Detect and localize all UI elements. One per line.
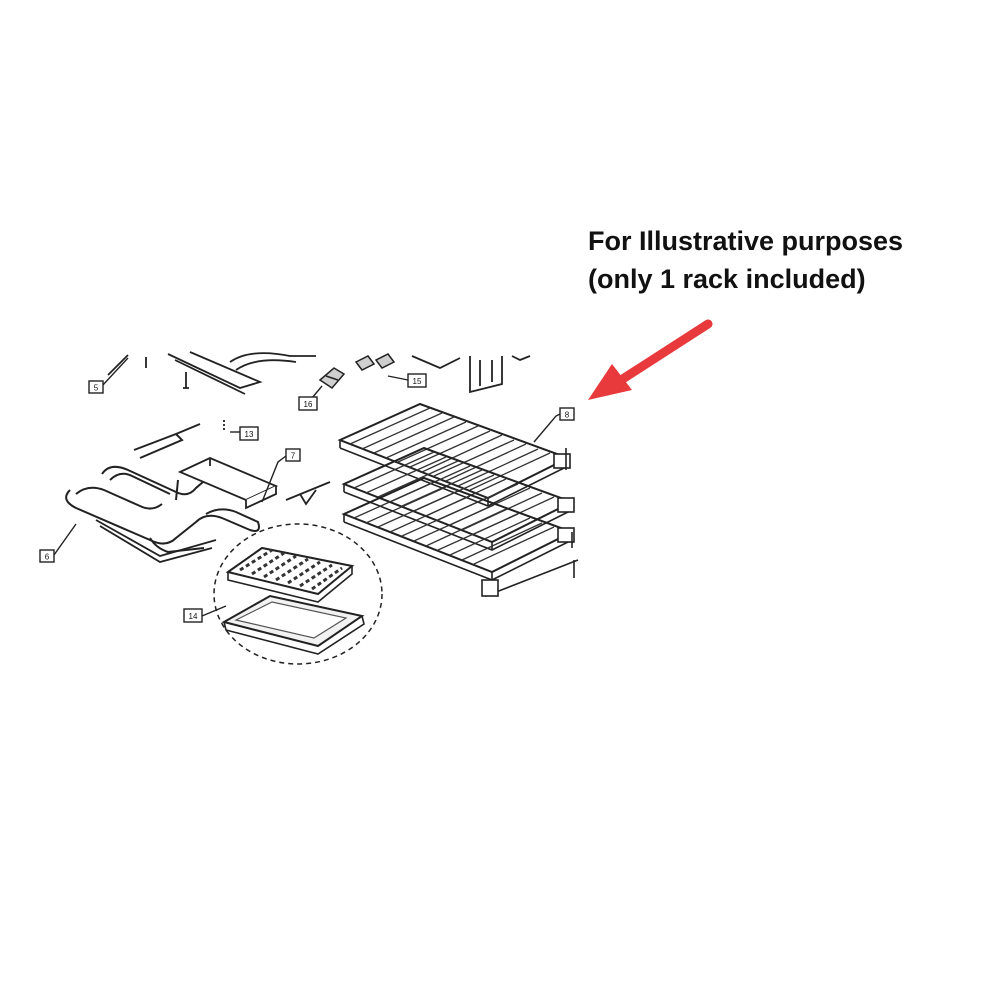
callout-7: 7: [285, 448, 301, 462]
callout-6: 6: [39, 549, 55, 563]
drip-tray: [95, 519, 217, 563]
caption-line-2: (only 1 rack included): [588, 264, 866, 294]
callout-label-8: 8: [565, 411, 570, 420]
broiler-grid: [225, 546, 355, 603]
callout-8: 8: [559, 407, 575, 421]
callout-5: 5: [88, 380, 104, 394]
caption-line-1: For Illustrative purposes: [588, 226, 904, 256]
sensor-probe: [285, 481, 331, 506]
callout-label-13: 13: [245, 430, 254, 439]
clip-part-15: [354, 353, 396, 371]
broiler-pan: [221, 594, 365, 655]
callout-label-7: 7: [291, 452, 296, 461]
leader-lines: [53, 357, 561, 617]
oven-racks-8: [339, 403, 579, 598]
callout-13: 13: [239, 426, 259, 441]
callout-label-16: 16: [304, 400, 313, 409]
clip-part-16: [318, 367, 346, 389]
callout-label-6: 6: [45, 553, 50, 562]
bracket-7: [177, 457, 279, 510]
callout-14: 14: [183, 608, 203, 623]
callout-label-14: 14: [189, 612, 198, 621]
callout-label-5: 5: [94, 384, 99, 393]
rack-top: [339, 403, 571, 507]
callout-16: 16: [298, 396, 318, 411]
red-arrow-icon: [588, 319, 713, 400]
top-parts: [107, 351, 531, 395]
callout-label-15: 15: [413, 377, 422, 386]
callout-15: 15: [407, 373, 427, 388]
illustrative-caption: For Illustrative purposes (only 1 rack i…: [588, 222, 903, 298]
broiler-pan-group-14: [213, 523, 383, 665]
